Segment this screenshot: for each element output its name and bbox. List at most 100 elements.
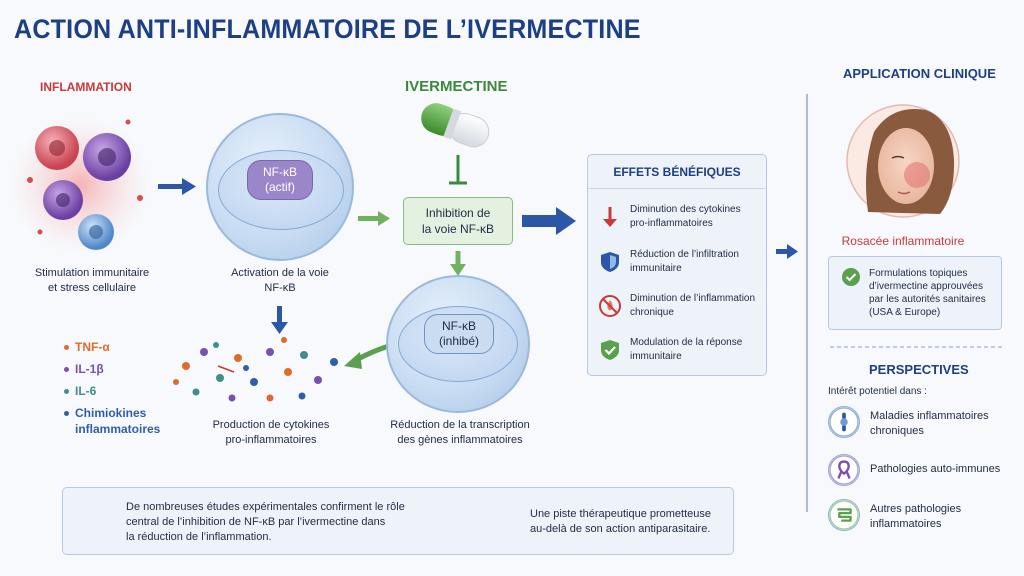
perspective-item: Maladies inflammatoires chroniques <box>828 406 1018 442</box>
caption-line: pro-inflammatoires <box>225 434 317 446</box>
nfkb-active-badge: NF-κB (actif) <box>247 160 313 200</box>
nfkb-state: (actif) <box>265 180 295 194</box>
caption-line: Activation de la voie <box>231 267 329 279</box>
perspective-text: Pathologies auto-immunes <box>870 462 1000 477</box>
arrow-to-clinical <box>776 244 798 259</box>
summary-line: la réduction de l’inflammation. <box>126 531 272 543</box>
caption-line: Production de cytokines <box>212 419 330 431</box>
effect-text: Diminution de l’inflammation chronique <box>630 292 755 320</box>
cytokine-item: IL-1β <box>64 362 104 377</box>
condition-label: Rosacée inflammatoire <box>841 234 965 248</box>
summary-line: De nombreuses études expérimentales conf… <box>126 501 405 513</box>
cytokine-label: TNF-α <box>75 340 110 354</box>
perspectives-heading: PERSPECTIVES <box>869 362 969 377</box>
shield-icon <box>601 252 619 272</box>
effect-item: Modulation de la réponse immunitaire <box>598 336 763 374</box>
clinical-heading: APPLICATION CLINIQUE <box>843 66 996 81</box>
summary-box <box>62 487 734 555</box>
cytokine-label: IL-6 <box>75 384 97 398</box>
check-circle-icon <box>842 268 860 286</box>
effect-text: Modulation de la réponse immunitaire <box>630 336 742 364</box>
effect-line: Diminution des cytokines <box>630 204 741 215</box>
caption-line: Stimulation immunitaire <box>34 267 150 279</box>
arrow-to-reduced-cytokines <box>344 342 393 369</box>
cytokine-item-line2: inflammatoires <box>75 422 161 436</box>
nfkb-inhibited-badge: NF-κB (inhibé) <box>424 314 494 354</box>
effect-line: Réduction de l’infiltration <box>630 249 739 260</box>
caption-line: et stress cellulaire <box>47 282 137 294</box>
effect-item: Diminution des cytokines pro-inflammatoir… <box>598 203 763 241</box>
inhibited-caption: Réduction de la transcription des gènes … <box>378 418 542 448</box>
effect-item: Réduction de l’infiltration immunitaire <box>598 248 763 286</box>
page-title: ACTION ANTI-INFLAMMATOIRE DE L’IVERMECTI… <box>14 14 641 44</box>
immune-cells-cluster <box>10 117 150 253</box>
arrow-to-activation <box>158 178 196 195</box>
effects-heading: EFFETS BÉNÉFIQUES <box>588 155 766 189</box>
inflammation-heading: INFLAMMATION <box>40 80 132 94</box>
box-line: la voie NF-κB <box>421 222 495 236</box>
shield-check-icon <box>601 340 619 360</box>
inhibition-symbol <box>449 155 467 185</box>
effects-panel: EFFETS BÉNÉFIQUES Diminution des cytokin… <box>587 154 767 376</box>
perspective-text: Autres pathologies inflammatoires <box>870 502 961 532</box>
effect-item: Diminution de l’inflammation chronique <box>598 292 763 330</box>
perspective-line: Maladies inflammatoires <box>870 410 989 422</box>
ivermectine-pill-icon <box>421 103 490 148</box>
perspective-text: Maladies inflammatoires chroniques <box>870 409 989 439</box>
effect-line: Modulation de la réponse <box>630 337 743 348</box>
joint-icon <box>828 406 860 438</box>
card-line: par les autorités sanitaires <box>869 294 986 305</box>
card-line: Formulations topiques <box>869 268 968 279</box>
perspective-line: Autres pathologies <box>870 503 962 515</box>
intestine-icon <box>828 499 860 531</box>
arrow-to-cytokines <box>271 306 288 334</box>
perspective-item: Pathologies auto-immunes <box>828 454 1018 490</box>
summary-left-text: De nombreuses études expérimentales conf… <box>126 500 405 545</box>
inhibition-box: Inhibition de la voie NF-κB <box>403 197 513 245</box>
perspective-item: Autres pathologies inflammatoires <box>828 499 1018 535</box>
card-line: d’ivermectine approuvées <box>869 281 983 292</box>
nfkb-state: (inhibé) <box>438 334 480 348</box>
caption-line: Réduction de la transcription <box>390 419 530 431</box>
activation-caption: Activation de la voie NF-κB <box>210 266 350 296</box>
cytokine-item: Chimiokines <box>64 406 146 421</box>
nfkb-label: NF-κB <box>442 319 476 333</box>
caption-line: des gènes inflammatoires <box>397 434 523 446</box>
cytokine-label: IL-1β <box>75 362 104 376</box>
arrow-to-inhibition <box>358 211 390 226</box>
summary-line: Une piste thérapeutique prometteuse <box>530 508 712 520</box>
summary-line: au-delà de son action antiparasitaire. <box>530 523 711 535</box>
nfkb-label: NF-κB <box>263 165 297 179</box>
arrow-to-inhibited-cell <box>450 251 466 276</box>
perspective-line: Pathologies auto-immunes <box>870 463 1001 475</box>
effect-line: chronique <box>630 307 674 318</box>
inflammation-caption: Stimulation immunitaire et stress cellul… <box>22 266 162 296</box>
arrow-to-effects <box>522 207 576 235</box>
approval-text: Formulations topiques d’ivermectine appr… <box>869 267 986 319</box>
box-line: Inhibition de <box>425 206 491 220</box>
caption-line: NF-κB <box>264 282 296 294</box>
effect-line: immunitaire <box>630 351 682 362</box>
effect-line: pro-inflammatoires <box>630 218 713 229</box>
perspective-line: inflammatoires <box>870 518 942 530</box>
perspectives-intro: Intérêt potentiel dans : <box>828 386 927 397</box>
summary-line: central de l’inhibition de NF-κB par l’i… <box>126 516 386 528</box>
down-arrow-icon <box>603 207 617 227</box>
ivermectine-heading: IVERMECTINE <box>405 78 508 95</box>
cytokine-item: TNF-α <box>64 340 110 355</box>
no-fire-icon <box>599 295 621 317</box>
effect-line: Diminution de l’inflammation <box>630 293 756 304</box>
approval-card: Formulations topiques d’ivermectine appr… <box>828 256 1002 330</box>
cytokines-caption: Production de cytokines pro-inflammatoir… <box>196 418 346 448</box>
effect-line: immunitaire <box>630 263 682 274</box>
effect-text: Réduction de l’infiltration immunitaire <box>630 248 739 276</box>
cytokine-particles <box>173 337 338 402</box>
column-divider <box>806 94 808 512</box>
rosacea-face-icon <box>846 104 960 218</box>
summary-right-text: Une piste thérapeutique prometteuse au-d… <box>530 507 711 537</box>
card-line: (USA & Europe) <box>869 307 941 318</box>
ribbon-icon <box>828 454 860 486</box>
perspective-line: chroniques <box>870 425 924 437</box>
cytokine-item: IL-6 <box>64 384 96 399</box>
